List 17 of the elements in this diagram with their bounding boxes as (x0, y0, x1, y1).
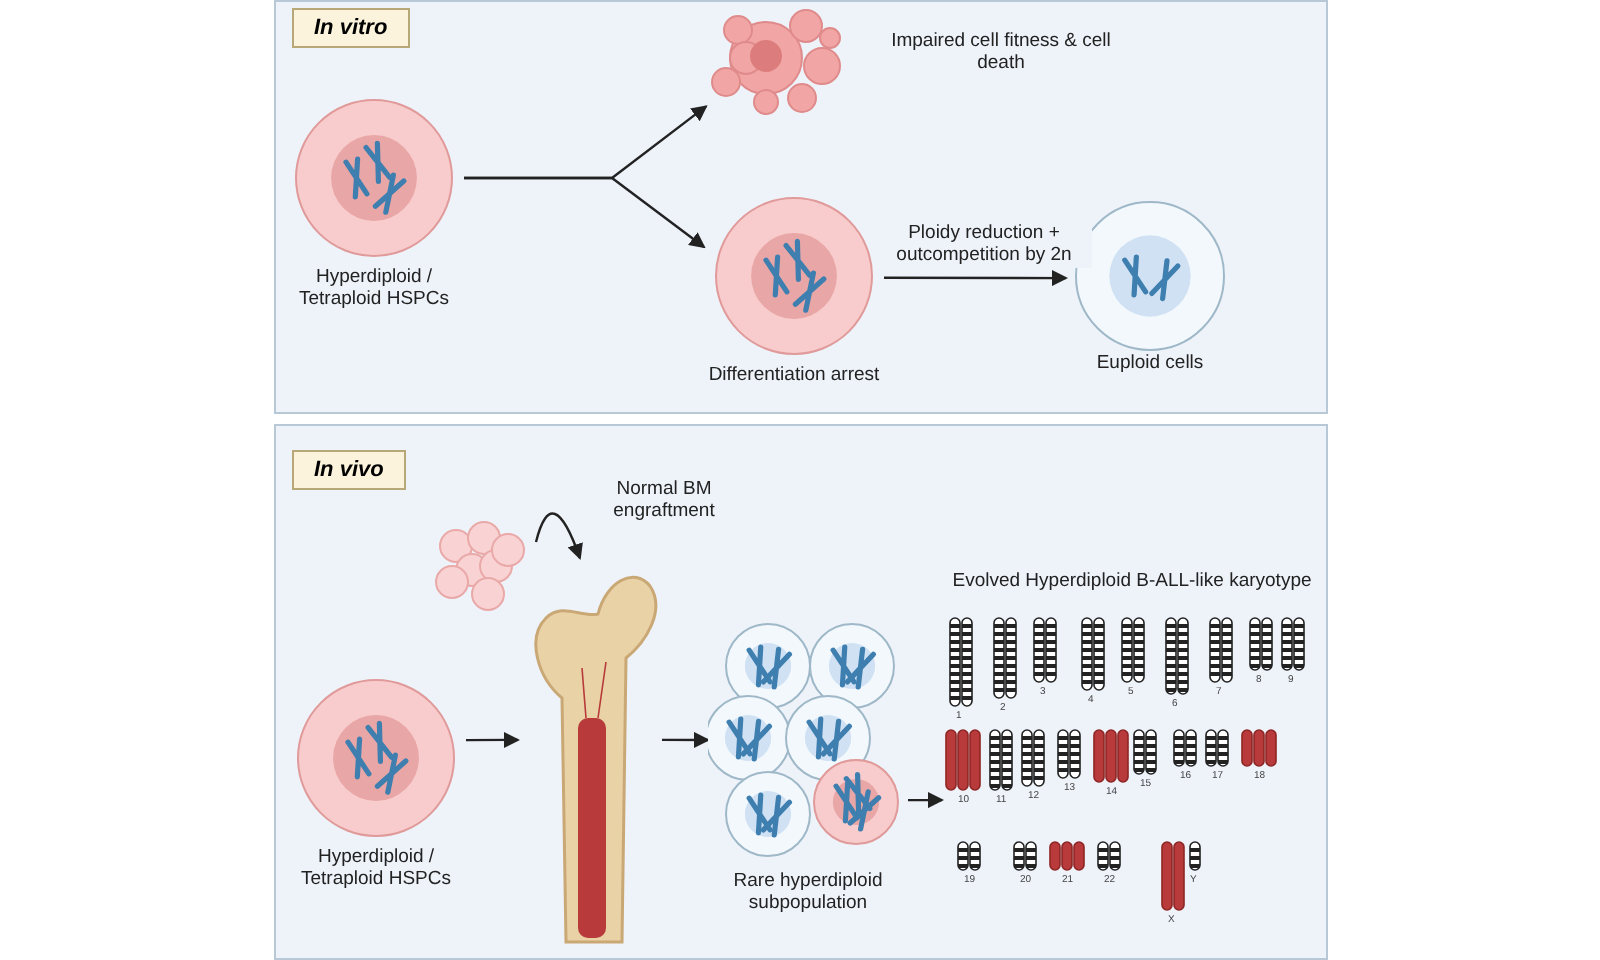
cell-label: Differentiation arrest (706, 364, 882, 387)
arrow (884, 270, 1068, 287)
panel (274, 424, 1328, 960)
panel-tag: In vivo (292, 450, 406, 490)
arrow (466, 731, 520, 748)
panel-tag: In vitro (292, 8, 410, 48)
panel (274, 0, 1328, 414)
karyotype-title: Evolved Hyperdiploid B-ALL-like karyotype (950, 570, 1314, 593)
cell-label: Rare hyperdiploid subpopulation (731, 870, 885, 916)
arrow (464, 176, 706, 249)
cell-label: Hyperdiploid / Tetraploid HSPCs (299, 846, 453, 892)
arrow (908, 792, 944, 809)
arrow (534, 512, 583, 560)
arrow (662, 731, 710, 748)
cell-label: Hyperdiploid / Tetraploid HSPCs (297, 266, 451, 312)
cell-label: Euploid cells (1094, 352, 1206, 375)
cell-label: Impaired cell fitness & cell death (889, 30, 1113, 76)
